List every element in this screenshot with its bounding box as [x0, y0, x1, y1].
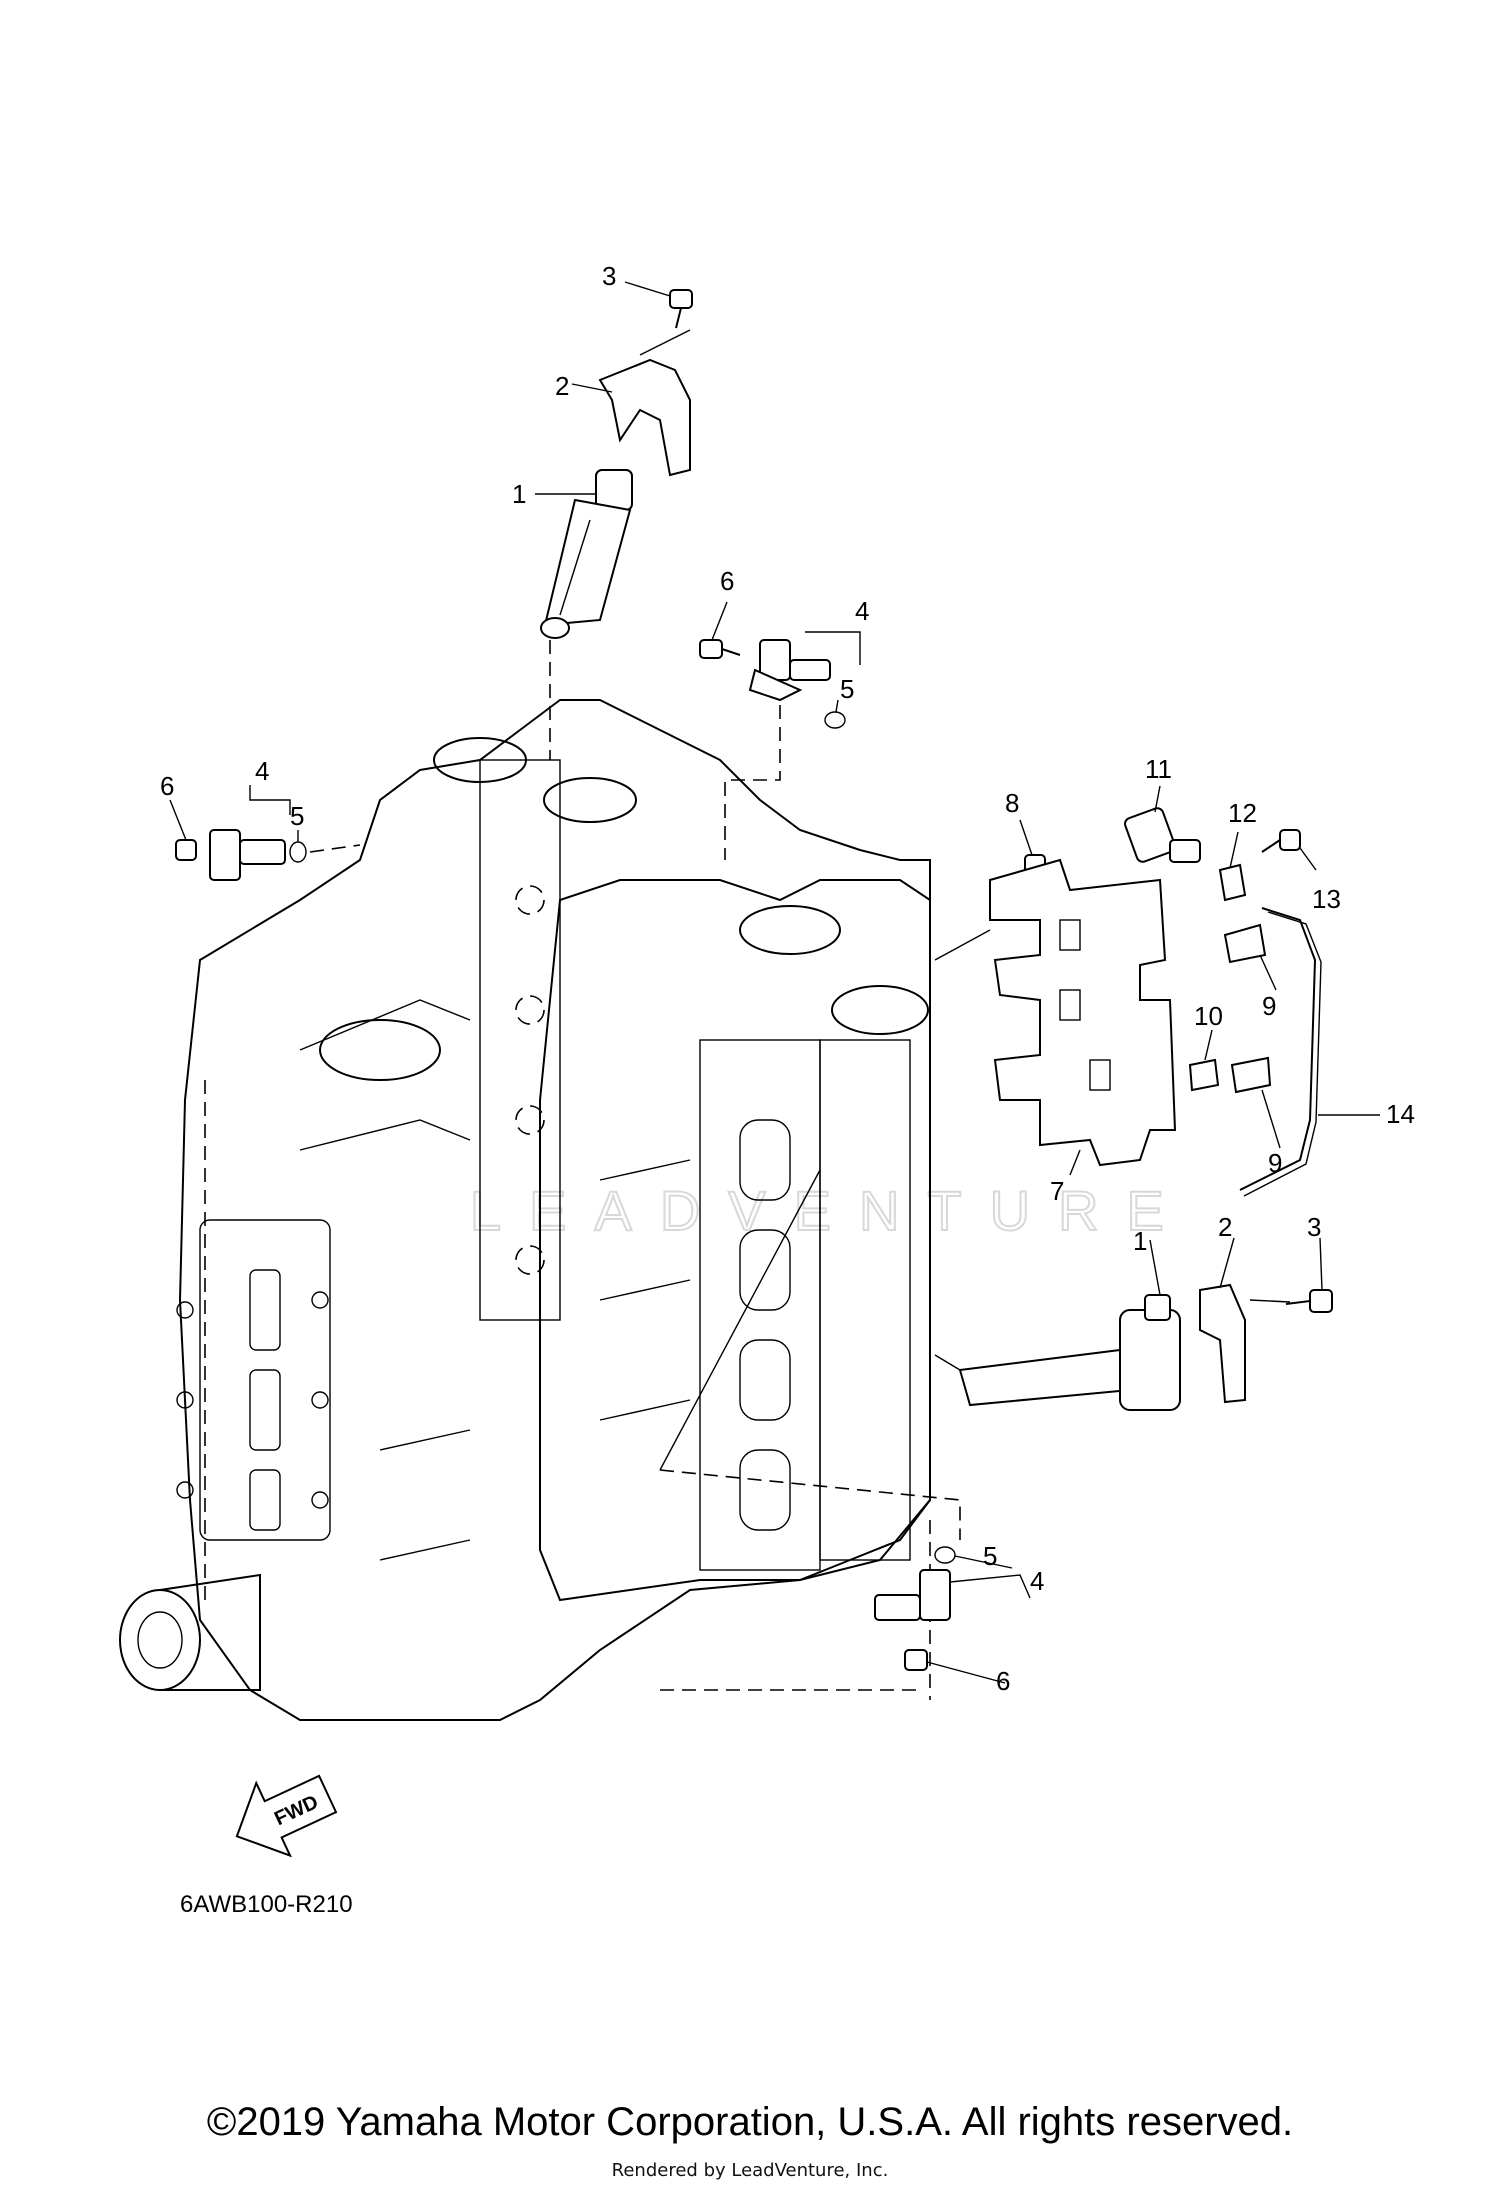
callout-9-clip-lower: 9 — [1268, 1148, 1282, 1178]
right-ignition-coil-assembly — [934, 1283, 1333, 1411]
callout-12-clamp: 12 — [1228, 798, 1257, 828]
callout-3-top-bolt: 3 — [602, 261, 616, 291]
callout-9-clip-upper: 9 — [1262, 991, 1276, 1021]
bottom-sensor — [874, 1569, 951, 1621]
rendered-by-notice: Rendered by LeadVenture, Inc. — [611, 2160, 889, 2181]
left-sensor — [209, 829, 286, 881]
callout-5-mid-oring: 5 — [840, 674, 854, 704]
clip-10 — [1188, 1058, 1220, 1092]
copyright-notice: ©2019 Yamaha Motor Corporation, U.S.A. A… — [206, 2100, 1294, 2144]
clamp-12 — [1218, 863, 1247, 902]
callout-4-mid-sensor: 4 — [855, 596, 869, 626]
clip-9a — [1223, 923, 1267, 964]
callout-6-mid-bolt: 6 — [720, 566, 734, 596]
callout-2-right-bracket: 2 — [1218, 1212, 1232, 1242]
callout-5-bottom-oring: 5 — [983, 1541, 997, 1571]
mid-sensor-assembly — [699, 639, 846, 860]
bottom-oring — [934, 1546, 956, 1564]
mid-sensor — [748, 639, 831, 702]
callout-1-right-coil: 1 — [1133, 1226, 1147, 1256]
callout-1-top-coil: 1 — [512, 479, 526, 509]
callout-6-bottom-bolt: 6 — [996, 1666, 1010, 1696]
right-bracket — [1199, 1283, 1246, 1404]
callout-10-clip: 10 — [1194, 1001, 1223, 1031]
hose-14 — [1239, 907, 1317, 1191]
mid-oring — [824, 711, 846, 729]
right-bolt — [1285, 1289, 1333, 1313]
sensor-11 — [1124, 807, 1201, 863]
callout-2-top-bracket: 2 — [555, 371, 569, 401]
callout-7-plate: 7 — [1050, 1176, 1064, 1206]
top-ignition-coil — [540, 469, 633, 639]
left-sensor-assembly — [175, 829, 361, 881]
callout-14-hose: 14 — [1386, 1099, 1415, 1129]
watermark: LEADVENTURE — [470, 1179, 1192, 1242]
bottom-sensor-assembly — [659, 1169, 961, 1671]
mid-bolt — [699, 639, 723, 659]
leader-lines — [169, 281, 1380, 1684]
top-bracket — [598, 358, 691, 477]
fwd-arrow-icon: FWD — [235, 1774, 338, 1858]
callout-8-bolt: 8 — [1005, 788, 1019, 818]
mounting-plate — [989, 858, 1177, 1167]
callout-4-bottom-sensor: 4 — [1030, 1566, 1044, 1596]
callout-4-left-sensor: 4 — [255, 756, 269, 786]
bottom-bolt — [904, 1649, 928, 1671]
top-bolt — [669, 289, 693, 329]
left-oring — [289, 841, 307, 863]
diagram-code: 6AWB100-R210 — [180, 1891, 353, 1918]
callout-5-left-oring: 5 — [290, 801, 304, 831]
bolt-13 — [1279, 829, 1301, 851]
clip-9b — [1230, 1056, 1272, 1094]
right-ignition-coil — [958, 1294, 1181, 1411]
callout-11-sensor: 11 — [1145, 754, 1172, 784]
callout-numbers: 3 2 1 6 4 5 6 4 5 8 11 12 13 9 10 14 9 7… — [160, 261, 1415, 1696]
bracket-plate-assembly — [934, 807, 1322, 1197]
callout-6-left-bolt: 6 — [160, 771, 174, 801]
callout-13-bolt: 13 — [1312, 884, 1341, 914]
top-ignition-coil-assembly — [540, 289, 693, 760]
engine-block — [119, 699, 931, 1721]
left-bolt — [175, 839, 197, 861]
callout-3-right-bolt: 3 — [1307, 1212, 1321, 1242]
